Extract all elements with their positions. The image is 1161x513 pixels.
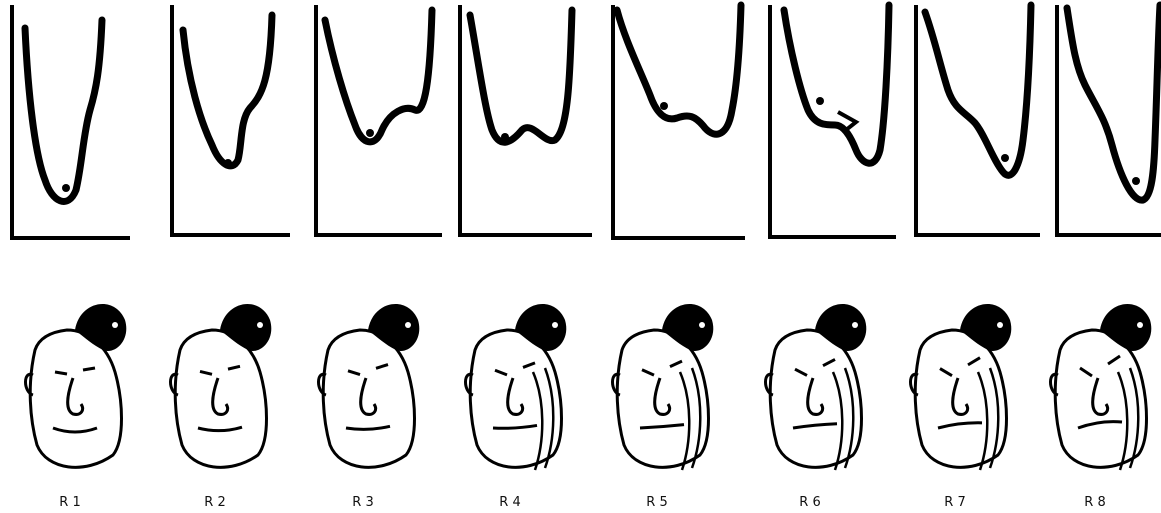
potential-panel [770, 5, 896, 237]
hair-highlight [852, 322, 858, 328]
axes [316, 5, 442, 235]
face-drawing [466, 304, 567, 470]
potential-panel [916, 5, 1040, 235]
ball-marker [816, 97, 824, 105]
panel-label: R 3 [352, 495, 373, 510]
hair-highlight [997, 322, 1003, 328]
hair-highlight [699, 322, 705, 328]
eyes [1080, 356, 1120, 376]
face-drawing [911, 304, 1012, 470]
mouth [640, 425, 684, 428]
ball-marker [501, 133, 509, 141]
face-drawing [319, 304, 420, 467]
hair [220, 304, 271, 351]
panel-labels: R 1 R 2 R 3 R 4 R 5 R 6 R 7 R 8 [59, 495, 1105, 510]
nose [655, 378, 670, 414]
ball-marker [1132, 177, 1140, 185]
hair [662, 304, 713, 351]
potential-curve [617, 5, 741, 134]
mouth [1078, 422, 1122, 428]
eyes [200, 366, 240, 374]
hair [368, 304, 419, 351]
panel-label: R 8 [1084, 495, 1105, 510]
potential-panel [460, 5, 592, 235]
nose [68, 378, 83, 414]
ball-marker [660, 102, 668, 110]
nose [1093, 378, 1108, 414]
mouth [493, 425, 537, 428]
panel-label: R 6 [799, 495, 820, 510]
face-drawing [766, 304, 867, 470]
potential-curves [12, 5, 1161, 238]
hair [75, 304, 126, 351]
potential-curve [325, 10, 432, 142]
hair-highlight [1137, 322, 1143, 328]
hair-highlight [112, 322, 118, 328]
ball-marker [62, 184, 70, 192]
panel-label: R 4 [499, 495, 520, 510]
eyes [55, 368, 95, 374]
potential-panel [12, 5, 130, 238]
nose [361, 378, 376, 414]
ball-marker [366, 129, 374, 137]
mouth [793, 424, 837, 428]
potential-curve [183, 15, 272, 166]
mouth [53, 428, 97, 432]
nose [953, 378, 968, 414]
panel-label: R 1 [59, 495, 80, 510]
potential-curve [925, 5, 1031, 175]
eyes [642, 361, 682, 375]
ball-marker [1001, 154, 1009, 162]
mouth [198, 427, 242, 431]
nose [508, 378, 523, 414]
mouth [938, 423, 982, 428]
axes [613, 5, 745, 238]
hand [978, 368, 998, 470]
hand [533, 368, 553, 470]
face-drawing [613, 304, 714, 470]
face-drawing [26, 304, 127, 467]
nose [213, 378, 228, 414]
mouth [346, 426, 390, 429]
eyes [795, 359, 835, 375]
hair [1100, 304, 1151, 351]
potential-panel [613, 5, 745, 238]
potential-panel [172, 5, 290, 235]
hair-highlight [552, 322, 558, 328]
nose [808, 378, 823, 414]
panel-label: R 2 [204, 495, 225, 510]
panel-label: R 5 [646, 495, 667, 510]
potential-curve [784, 5, 889, 163]
ball-marker [224, 159, 232, 167]
hand [680, 368, 700, 470]
hand [833, 368, 853, 470]
hair [960, 304, 1011, 351]
face-drawing [171, 304, 272, 467]
potential-curve [1067, 5, 1160, 200]
eyes [495, 363, 535, 375]
hair-highlight [257, 322, 263, 328]
eyes [940, 358, 980, 376]
panel-label: R 7 [944, 495, 965, 510]
face-drawing [1051, 304, 1152, 470]
hair-highlight [405, 322, 411, 328]
hand [1118, 368, 1138, 470]
potential-panel [316, 5, 442, 235]
hair [815, 304, 866, 351]
potential-curve [470, 10, 572, 142]
face-sequence [26, 304, 1152, 470]
potential-panel [1057, 5, 1161, 235]
eyes [348, 365, 388, 375]
potential-curve [25, 20, 102, 201]
hair [515, 304, 566, 351]
